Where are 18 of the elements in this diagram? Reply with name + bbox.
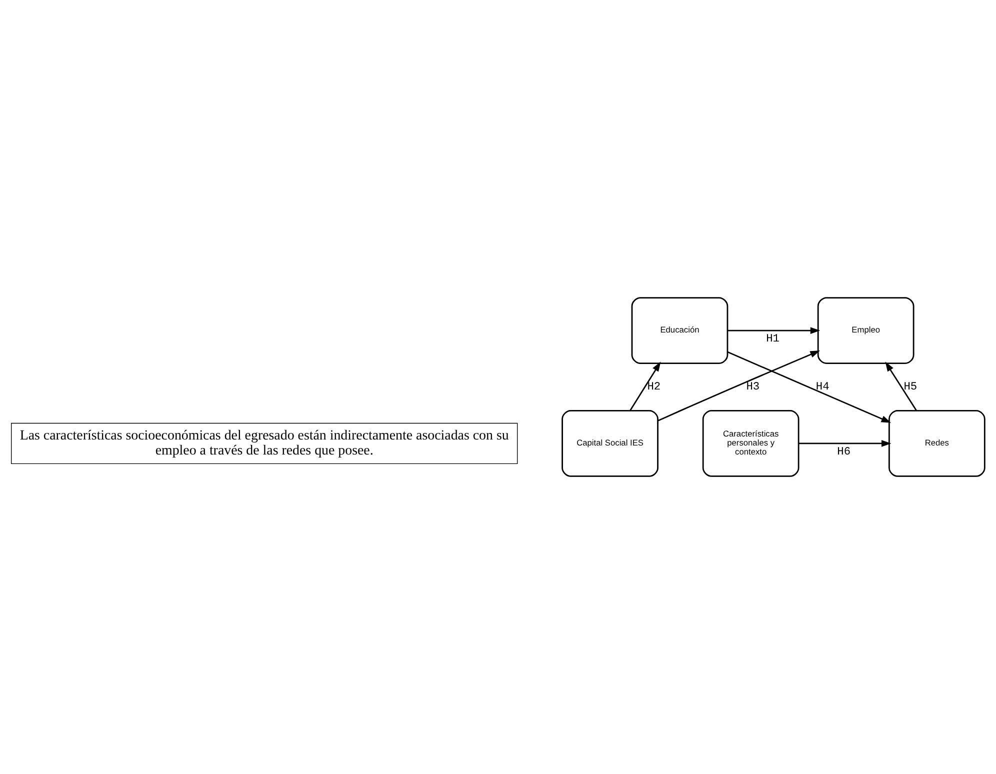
node-box: Empleo — [817, 297, 914, 364]
node-box: Educación — [631, 297, 728, 364]
node-box: Capital Social IES — [562, 410, 658, 477]
arrow — [727, 351, 892, 423]
node-box: Redes — [888, 410, 986, 477]
arrow — [658, 350, 820, 422]
arrow — [728, 327, 820, 334]
arrow — [630, 362, 661, 411]
edge-label: H6 — [837, 446, 851, 458]
node-box: Características personales y contexto — [702, 410, 800, 477]
edge-label: H1 — [766, 334, 780, 346]
arrow — [798, 440, 892, 447]
arrow — [885, 362, 917, 411]
edge-label: H2 — [647, 382, 661, 394]
edge-label: H4 — [816, 382, 830, 394]
edge-label: H3 — [746, 382, 760, 394]
edge-label: H5 — [904, 382, 918, 394]
node-box: Las características socioeconómicas del egresado están indirectamente asociadas con su empleo a través de las redes que posee. — [11, 422, 518, 464]
